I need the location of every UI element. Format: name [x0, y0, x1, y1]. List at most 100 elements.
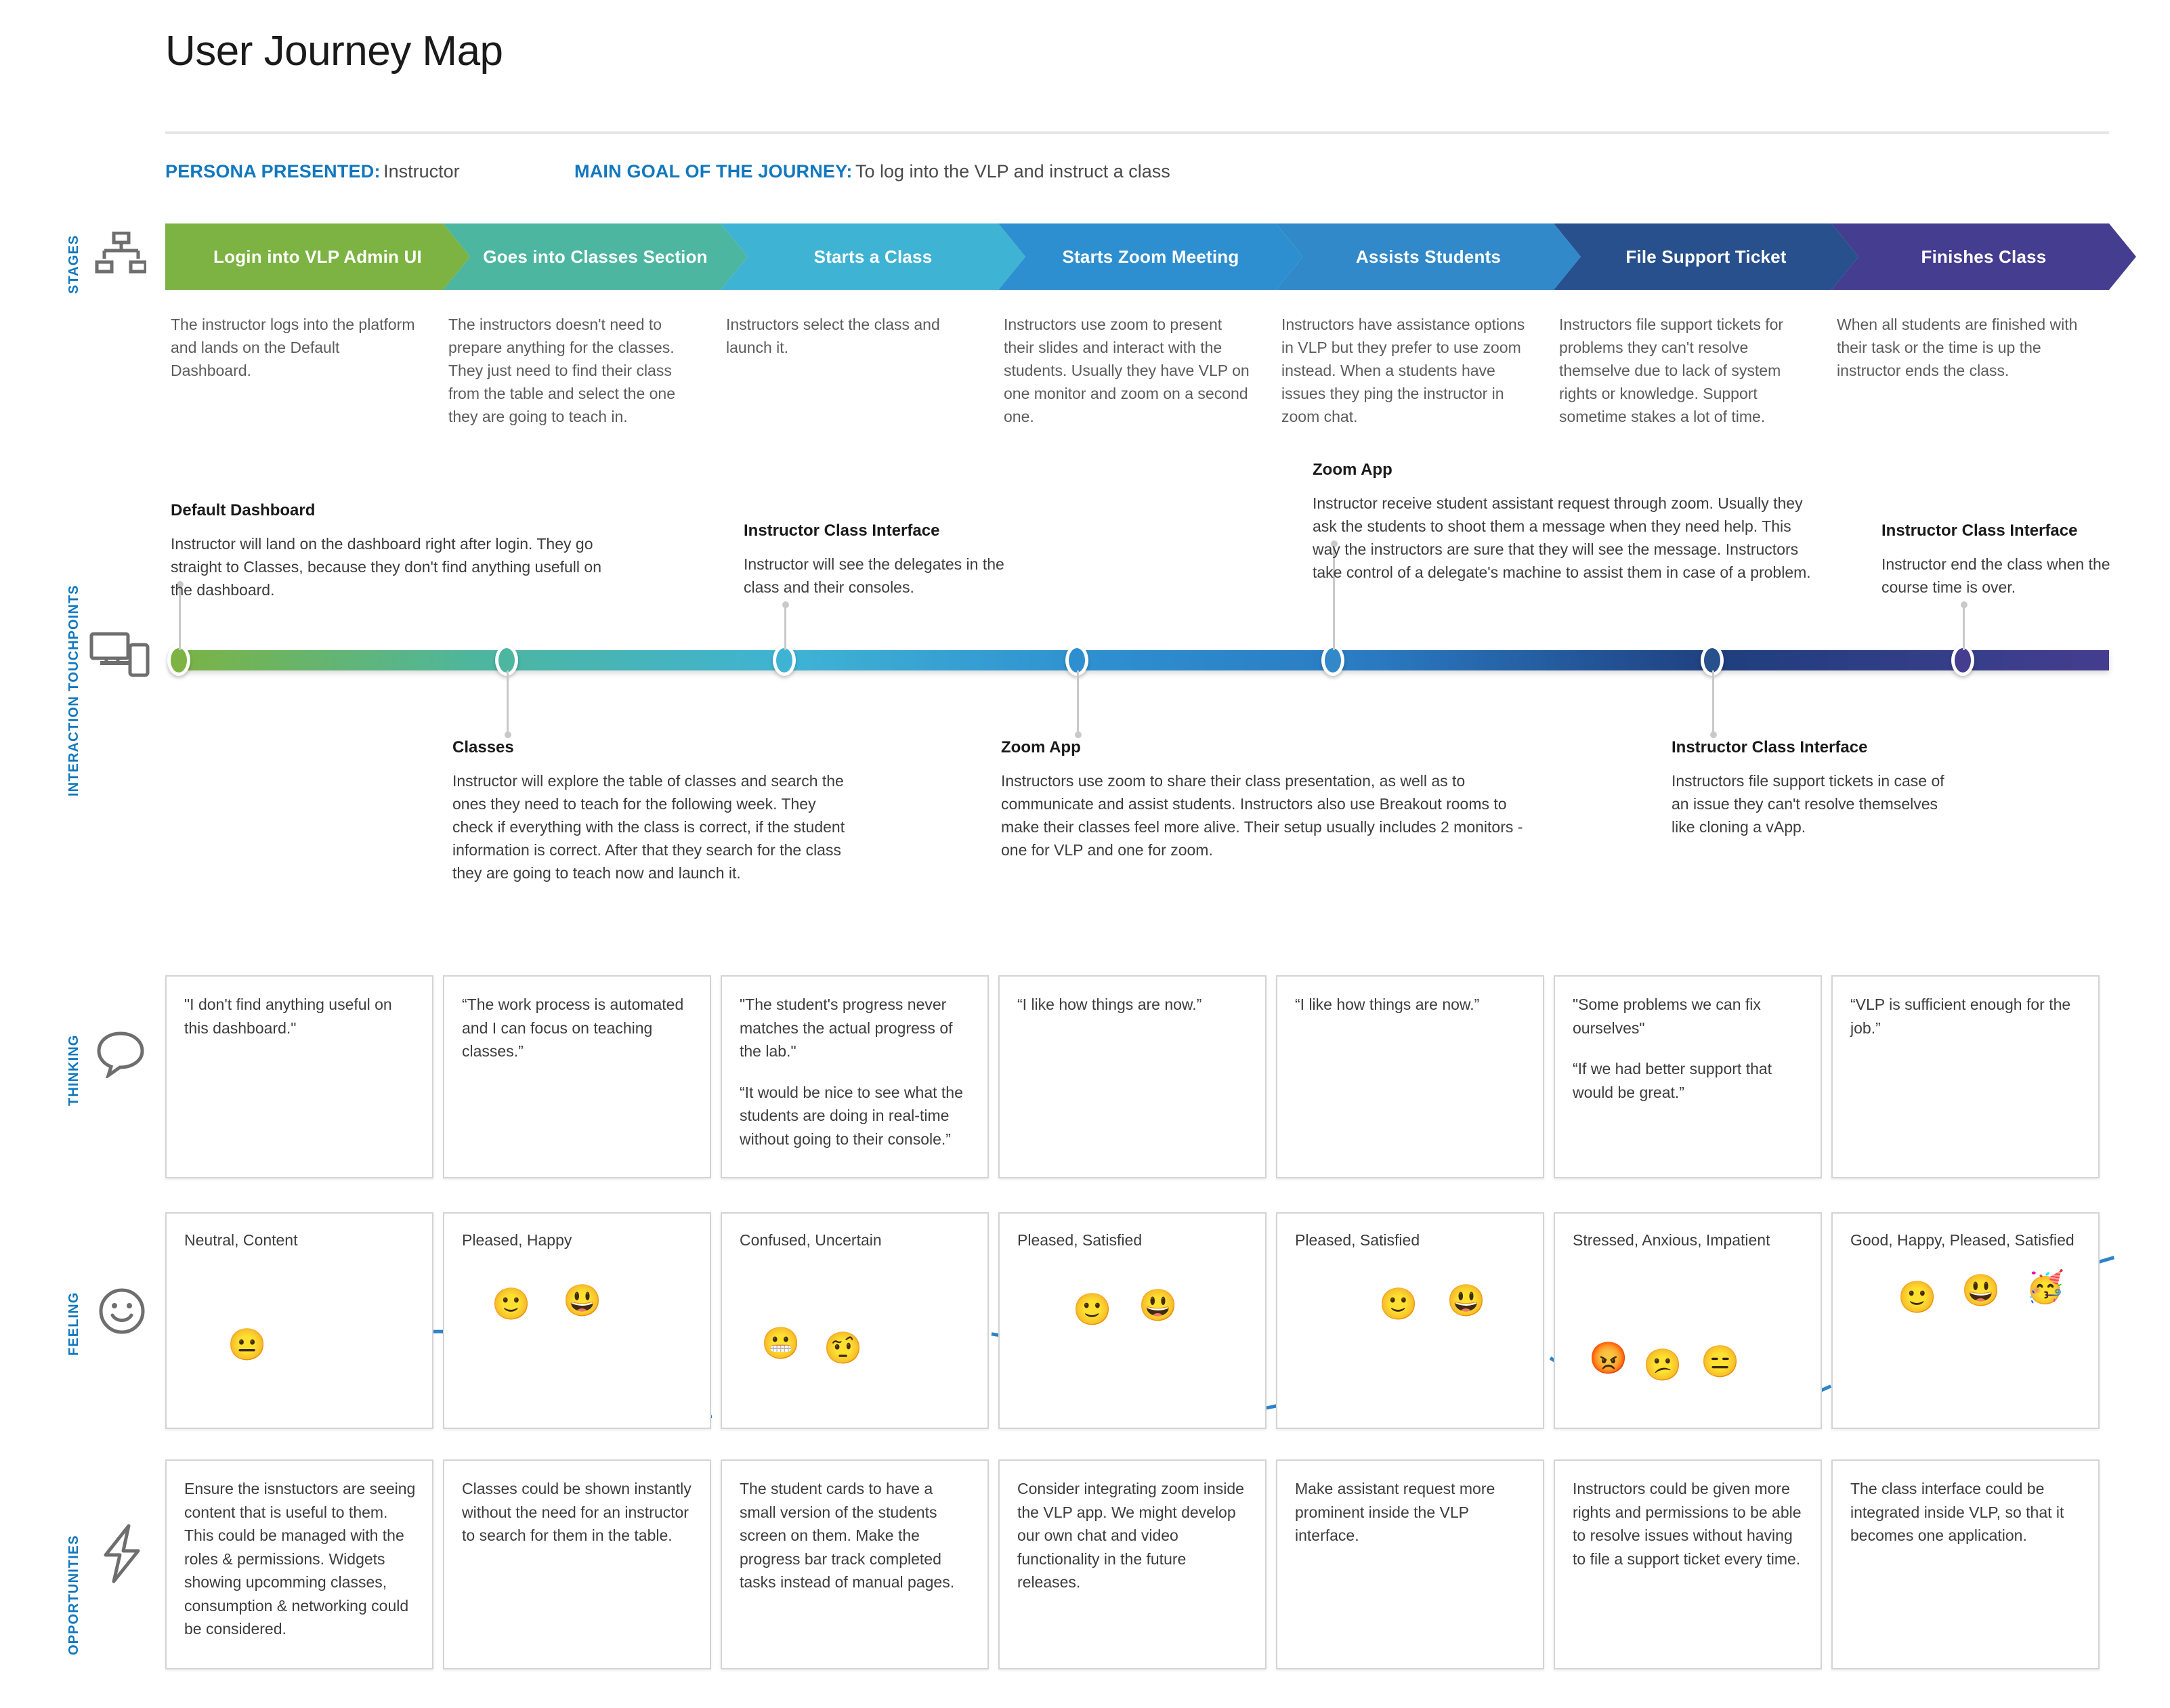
stage-label: Starts Zoom Meeting — [1062, 246, 1239, 267]
thinking-quote: "The student's progress never matches th… — [740, 996, 953, 1060]
stage-description-3: Instructors select the class and launch … — [726, 316, 940, 357]
timeline-stem-5 — [1330, 540, 1338, 650]
feeling-label: Stressed, Anxious, Impatient — [1573, 1231, 1770, 1249]
feeling-emoji: 🙂 — [492, 1286, 531, 1321]
opportunity-card-7[interactable]: The class interface could be integrated … — [1831, 1459, 2100, 1669]
stage-description-5: Instructors have assistance options in V… — [1281, 316, 1525, 426]
opportunity-text: Consider integrating zoom inside the VLP… — [1017, 1480, 1244, 1591]
stage-description-1: The instructor logs into the platform an… — [171, 316, 415, 380]
thinking-quotes: “The work process is automated and I can… — [462, 993, 695, 1063]
touchpoint-timeline-bar — [171, 650, 2109, 670]
stage-chevron-2[interactable]: Goes into Classes Section — [443, 223, 748, 290]
header-divider — [165, 131, 2109, 134]
stage-chevron-7[interactable]: Finishes Class — [1831, 223, 2136, 290]
thinking-card-7[interactable]: “VLP is sufficient enough for the job.” — [1831, 975, 2100, 1178]
thinking-quotes: “I like how things are now.” — [1295, 993, 1528, 1017]
stage-chevron-6[interactable]: File Support Ticket — [1554, 223, 1858, 290]
stage-label: Login into VLP Admin UI — [213, 246, 422, 267]
stage-label: Starts a Class — [813, 246, 933, 267]
feeling-emoji: 😡 — [1589, 1340, 1628, 1375]
smiley-face-icon — [96, 1287, 148, 1339]
stage-label: Goes into Classes Section — [483, 246, 708, 267]
opportunity-text: Instructors could be given more rights a… — [1573, 1480, 1802, 1568]
feeling-card-7[interactable]: Good, Happy, Pleased, Satisfied🙂😃🥳 — [1831, 1212, 2100, 1429]
touchpoint-body-3: Instructor will see the delegates in the… — [744, 555, 1004, 597]
feeling-label: Pleased, Satisfied — [1017, 1231, 1143, 1249]
feeling-emoji: 🤨 — [824, 1330, 863, 1365]
thinking-quote: “It would be nice to see what the studen… — [740, 1083, 963, 1148]
feeling-card-5[interactable]: Pleased, Satisfied🙂😃 — [1276, 1212, 1544, 1429]
thinking-card-3[interactable]: "The student's progress never matches th… — [721, 975, 989, 1178]
touchpoint-title-7: Instructor Class Interface — [1881, 521, 2078, 540]
feeling-emoji: 🙂 — [1379, 1286, 1418, 1321]
stage-description-6: Instructors file support tickets for pro… — [1559, 316, 1784, 426]
feeling-emoji: 🙂 — [1898, 1279, 1937, 1315]
opportunity-card-1[interactable]: Ensure the isnstuctors are seeing conten… — [165, 1459, 433, 1669]
goal-value: To log into the VLP and instruct a class — [855, 161, 1170, 182]
opportunity-card-3[interactable]: The student cards to have a small versio… — [721, 1459, 989, 1669]
page-title: User Journey Map — [165, 28, 503, 74]
thinking-quote: “VLP is sufficient enough for the job.” — [1850, 996, 2071, 1037]
feeling-label: Confused, Uncertain — [740, 1231, 882, 1249]
feeling-emoji: 😃 — [563, 1283, 602, 1318]
feeling-label: Neutral, Content — [184, 1231, 298, 1249]
stage-chevron-1[interactable]: Login into VLP Admin UI — [165, 223, 470, 290]
rail-label-feeling: FEELING — [66, 1291, 81, 1357]
thinking-card-6[interactable]: "Some problems we can fix ourselves"“If … — [1554, 975, 1822, 1178]
stage-chevron-3[interactable]: Starts a Class — [721, 223, 1025, 290]
thinking-quotes: “I like how things are now.” — [1017, 993, 1250, 1017]
stage-chevron-4[interactable]: Starts Zoom Meeting — [998, 223, 1303, 290]
thinking-quote: “I like how things are now.” — [1295, 996, 1480, 1013]
thinking-card-2[interactable]: “The work process is automated and I can… — [443, 975, 711, 1178]
timeline-stem-1 — [176, 581, 184, 650]
thinking-quote: "I don't find anything useful on this da… — [184, 996, 392, 1037]
feeling-card-4[interactable]: Pleased, Satisfied 🙂 😃 — [998, 1212, 1267, 1429]
stage-description-2: The instructors doesn't need to prepare … — [448, 316, 675, 426]
opportunity-text: Classes could be shown instantly without… — [462, 1480, 692, 1544]
stage-label: Finishes Class — [1921, 246, 2047, 267]
stage-label: Assists Students — [1355, 246, 1502, 267]
touchpoint-title-4: Zoom App — [1001, 738, 1081, 756]
touchpoint-body-4: Instructors use zoom to share their clas… — [1001, 772, 1523, 859]
thinking-card-5[interactable]: “I like how things are now.” — [1276, 975, 1544, 1178]
touchpoint-body-1: Instructor will land on the dashboard ri… — [171, 535, 602, 599]
feeling-emoji: 😃 — [1139, 1287, 1178, 1323]
lightning-bolt-icon — [99, 1524, 146, 1587]
feeling-card-6[interactable]: Stressed, Anxious, Impatient😡😕😑 — [1554, 1212, 1822, 1429]
opportunity-card-6[interactable]: Instructors could be given more rights a… — [1554, 1459, 1822, 1669]
stage-description-4: Instructors use zoom to present their sl… — [1004, 316, 1250, 426]
thinking-quote: “If we had better support that would be … — [1573, 1060, 1772, 1101]
touchpoint-body-2: Instructor will explore the table of cla… — [452, 772, 845, 882]
thinking-quotes: “VLP is sufficient enough for the job.” — [1850, 993, 2083, 1040]
thinking-quotes: "The student's progress never matches th… — [740, 993, 973, 1151]
feeling-emoji: 🙂 — [1073, 1291, 1112, 1327]
rail-label-thinking: THINKING — [66, 1034, 81, 1106]
org-chart-icon — [95, 231, 148, 284]
thinking-card-4[interactable]: “I like how things are now.” — [998, 975, 1267, 1178]
stage-chevron-5[interactable]: Assists Students — [1276, 223, 1581, 290]
feeling-label: Pleased, Happy — [462, 1231, 572, 1249]
touchpoint-body-7: Instructor end the class when the course… — [1881, 555, 2110, 597]
feeling-emoji: 😕 — [1643, 1347, 1682, 1382]
goal-label: MAIN GOAL OF THE JOURNEY: — [574, 161, 853, 182]
stage-description-7: When all students are finished with thei… — [1837, 316, 2078, 380]
thinking-card-1[interactable]: "I don't find anything useful on this da… — [165, 975, 433, 1178]
opportunity-card-4[interactable]: Consider integrating zoom inside the VLP… — [998, 1459, 1267, 1669]
opportunity-card-2[interactable]: Classes could be shown instantly without… — [443, 1459, 711, 1669]
touchpoint-title-6: Instructor Class Interface — [1672, 738, 1868, 756]
opportunity-card-5[interactable]: Make assistant request more prominent in… — [1276, 1459, 1544, 1669]
opportunity-text: Ensure the isnstuctors are seeing conten… — [184, 1480, 416, 1638]
feeling-label: Pleased, Satisfied — [1295, 1231, 1420, 1249]
opportunity-text: The class interface could be integrated … — [1850, 1480, 2064, 1544]
feeling-card-1[interactable]: Neutral, Content😐 — [165, 1212, 433, 1429]
touchpoint-title-2: Classes — [452, 738, 514, 756]
persona-meta: PERSONA PRESENTED: Instructor — [165, 161, 460, 188]
feeling-card-3[interactable]: Confused, Uncertain😬🤨 — [721, 1212, 989, 1429]
thinking-quotes: "Some problems we can fix ourselves"“If … — [1573, 993, 1806, 1104]
feeling-card-2[interactable]: Pleased, Happy 🙂 😃 — [443, 1212, 711, 1429]
feeling-label: Good, Happy, Pleased, Satisfied — [1850, 1231, 2075, 1249]
feeling-emoji: 😃 — [1961, 1273, 2001, 1308]
speech-bubble-icon — [95, 1029, 146, 1082]
opportunity-text: The student cards to have a small versio… — [740, 1480, 955, 1591]
timeline-stem-7 — [1960, 601, 1967, 650]
